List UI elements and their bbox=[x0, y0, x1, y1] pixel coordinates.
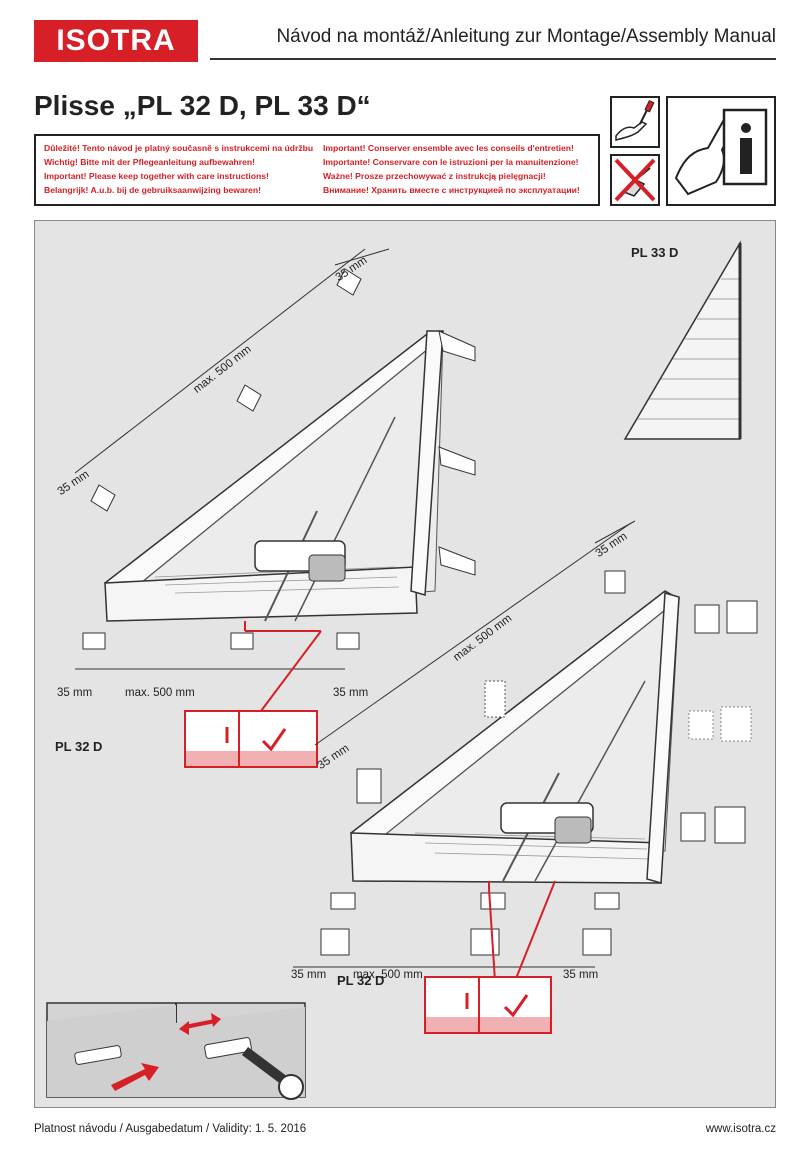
assembly-diagram: PL 33 D PL 32 D PL 32 D 35 mm max. 500 m… bbox=[34, 220, 776, 1108]
care-warning-box: Důležité! Tento návod je platný současně… bbox=[34, 134, 600, 206]
screwdriver-hand-icon bbox=[610, 96, 660, 148]
validity-note: Platnost návodu / Ausgabedatum / Validit… bbox=[34, 1123, 307, 1135]
product-title: Plisse „PL 32 D, PL 33 D“ bbox=[34, 90, 371, 121]
pl32d-label-left: PL 32 D bbox=[55, 739, 103, 754]
warning-line: Wichtig! Bitte mit der Pflegeanleitung a… bbox=[44, 157, 255, 167]
warning-line: Ważne! Prosze przechowywać z instrukcją … bbox=[323, 171, 546, 181]
isotra-logo: ISOTRA bbox=[34, 20, 198, 62]
pl32d-install-left bbox=[74, 248, 476, 768]
pl32d-install-right bbox=[293, 520, 758, 1034]
warning-line: Importante! Conservare con le istruzioni… bbox=[323, 157, 579, 167]
pl33d-label: PL 33 D bbox=[631, 245, 679, 260]
info-manual-icon bbox=[666, 96, 776, 206]
end-cap-detail bbox=[46, 1002, 306, 1100]
warning-line: Důležité! Tento návod je platný současně… bbox=[44, 143, 314, 153]
warning-column-left: Důležité! Tento návod je platný současně… bbox=[44, 141, 314, 197]
warning-line: Внимание! Хранить вместе с инструкцией п… bbox=[323, 185, 580, 195]
manual-title: Návod na montáž/Anleitung zur Montage/As… bbox=[276, 26, 776, 47]
warning-line: Belangrijk! A.u.b. bij de gebruiksaanwij… bbox=[44, 185, 261, 195]
pl33d-preview bbox=[623, 240, 742, 440]
drill-crossed-icon bbox=[610, 154, 660, 206]
dimension-label: max. 500 mm bbox=[353, 969, 423, 981]
pl32d-label-right: PL 32 D bbox=[337, 973, 385, 988]
dimension-label: 35 mm bbox=[563, 969, 599, 981]
warning-line: Important! Conserver ensemble avec les c… bbox=[323, 143, 574, 153]
dimension-label: 35 mm bbox=[57, 687, 93, 699]
dimension-label: 35 mm bbox=[333, 687, 369, 699]
dimension-label: 35 mm bbox=[291, 969, 327, 981]
header-divider bbox=[210, 58, 776, 60]
warning-column-right: Important! Conserver ensemble avec les c… bbox=[323, 141, 593, 197]
website-link[interactable]: www.isotra.cz bbox=[705, 1123, 776, 1135]
warning-line: Important! Please keep together with car… bbox=[44, 171, 269, 181]
assembly-drawing bbox=[46, 240, 758, 1100]
dimension-label: max. 500 mm bbox=[125, 687, 195, 699]
